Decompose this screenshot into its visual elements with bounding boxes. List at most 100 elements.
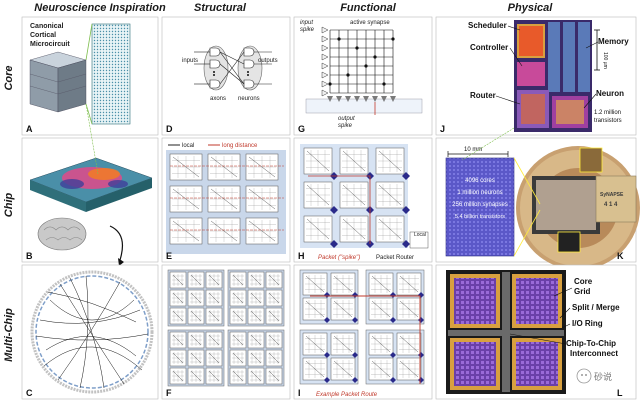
panel-h-packet-router: Packet Router bbox=[376, 255, 414, 261]
col-header-functional: Functional bbox=[340, 2, 397, 14]
panel-f-core bbox=[169, 367, 187, 385]
panel-i-router bbox=[324, 292, 330, 298]
panel-h-core bbox=[303, 215, 333, 243]
panel-i-router bbox=[390, 377, 396, 383]
panel-c-letter: C bbox=[26, 388, 33, 398]
panel-g-input-spike-1: input bbox=[300, 20, 313, 26]
panel-l: Core Grid Split / Merge I/O Ring Chip-To… bbox=[435, 264, 637, 400]
panel-h-packet-path bbox=[308, 175, 371, 244]
panel-f-chip-grid bbox=[167, 269, 285, 387]
panel-h-router bbox=[402, 172, 410, 180]
panel-h-router bbox=[402, 206, 410, 214]
panel-i-core bbox=[396, 297, 422, 321]
panel-g-synapse bbox=[337, 37, 341, 41]
panel-i-core bbox=[368, 357, 394, 381]
panel-h-local: Local bbox=[414, 232, 426, 238]
panel-d-neurons: neurons bbox=[238, 96, 260, 102]
panel-f-core bbox=[169, 289, 187, 307]
panel-i-router bbox=[418, 352, 424, 358]
panel-g-axon bbox=[321, 80, 329, 88]
panel-h: Packet ("spike") Packet Router Local H bbox=[293, 137, 433, 263]
panel-b-letter: B bbox=[26, 251, 33, 261]
panel-f-core bbox=[229, 271, 247, 289]
panel-d-inputs: inputs bbox=[182, 58, 198, 64]
panel-i-router bbox=[352, 317, 358, 323]
panel-e-core bbox=[169, 153, 203, 181]
panel-c: C bbox=[21, 264, 159, 400]
panel-g-active-synapse: active synapse bbox=[350, 20, 390, 26]
panel-i-example-route: Example Packet Route bbox=[316, 392, 378, 398]
panel-i-core bbox=[330, 357, 356, 381]
panel-e-core-grid bbox=[166, 150, 286, 254]
panel-f-core bbox=[205, 367, 223, 385]
panel-h-router bbox=[402, 240, 410, 248]
panel-g-axon bbox=[321, 62, 329, 70]
panel-j: 100 µm Scheduler Controller Router Memor… bbox=[435, 16, 637, 136]
panel-j-memory: Memory bbox=[598, 37, 629, 46]
panel-e-core bbox=[169, 185, 203, 213]
panel-d-outputs: outputs bbox=[258, 58, 278, 64]
panel-f-core bbox=[229, 331, 247, 349]
panel-i-core bbox=[302, 297, 328, 321]
panel-i-core bbox=[396, 332, 422, 356]
panel-f-core bbox=[187, 349, 205, 367]
row-header-chip: Chip bbox=[3, 193, 15, 218]
panel-f-core bbox=[205, 349, 223, 367]
panel-l-split-merge: Split / Merge bbox=[572, 303, 620, 312]
panel-f-core bbox=[187, 367, 205, 385]
panel-f-core bbox=[265, 349, 283, 367]
panel-i-router bbox=[390, 292, 396, 298]
panel-a-title-1: Canonical bbox=[30, 23, 64, 30]
panel-g-input-spike-2: spike bbox=[300, 27, 315, 33]
panel-g-raster bbox=[305, 98, 423, 114]
panel-g-synapse bbox=[382, 82, 386, 86]
panel-f-core bbox=[229, 307, 247, 325]
panel-k-letter: K bbox=[617, 251, 624, 261]
panel-i-core bbox=[330, 297, 356, 321]
panel-f-core bbox=[169, 307, 187, 325]
panel-i-router bbox=[418, 292, 424, 298]
panel-a-letter: A bbox=[26, 124, 33, 134]
panel-g-axon bbox=[321, 89, 329, 97]
panel-f: F bbox=[161, 264, 291, 400]
panel-j-scale: 100 µm bbox=[602, 52, 608, 69]
panel-h-core bbox=[375, 215, 405, 243]
col-header-physical: Physical bbox=[508, 2, 554, 14]
panel-e-core bbox=[169, 217, 203, 245]
panel-i-core bbox=[396, 272, 422, 296]
panel-k-cores: 4096 cores bbox=[465, 178, 495, 184]
panel-i-router bbox=[352, 352, 358, 358]
panel-e-core bbox=[245, 217, 279, 245]
panel-h-router bbox=[330, 206, 338, 214]
panel-g-synapse bbox=[355, 46, 359, 50]
panel-h-legend-box bbox=[409, 231, 429, 249]
panel-b: B bbox=[21, 137, 159, 266]
panel-k-transistors: 5.4 billion transistors bbox=[455, 214, 505, 220]
panel-f-core bbox=[247, 349, 265, 367]
panel-d: inputs outputs axons neurons D bbox=[161, 16, 291, 136]
panel-e-core bbox=[207, 217, 241, 245]
panel-h-core bbox=[339, 215, 369, 243]
panel-j-router: Router bbox=[470, 91, 496, 100]
panel-i-router bbox=[324, 377, 330, 383]
col-header-structural: Structural bbox=[194, 2, 247, 14]
panel-f-core bbox=[169, 331, 187, 349]
panel-e-letter: E bbox=[166, 251, 172, 261]
panel-i-core bbox=[368, 272, 394, 296]
panel-f-core bbox=[187, 331, 205, 349]
panel-f-core bbox=[187, 307, 205, 325]
panel-f-core bbox=[247, 289, 265, 307]
col-header-inspiration: Neuroscience Inspiration bbox=[34, 2, 166, 14]
panel-g-axon bbox=[321, 44, 329, 52]
panel-h-router-grid bbox=[300, 144, 429, 249]
panel-g-axon bbox=[321, 53, 329, 61]
panel-i-core bbox=[302, 272, 328, 296]
panel-f-core bbox=[247, 331, 265, 349]
panel-k-chip-text-2: 4 1 4 bbox=[604, 202, 618, 208]
panel-f-core bbox=[205, 307, 223, 325]
panel-g-neuron bbox=[336, 96, 342, 102]
panel-f-core bbox=[187, 289, 205, 307]
panel-e-core bbox=[207, 185, 241, 213]
panel-g-output-spike-1: output bbox=[338, 116, 355, 122]
panel-h-router bbox=[330, 240, 338, 248]
